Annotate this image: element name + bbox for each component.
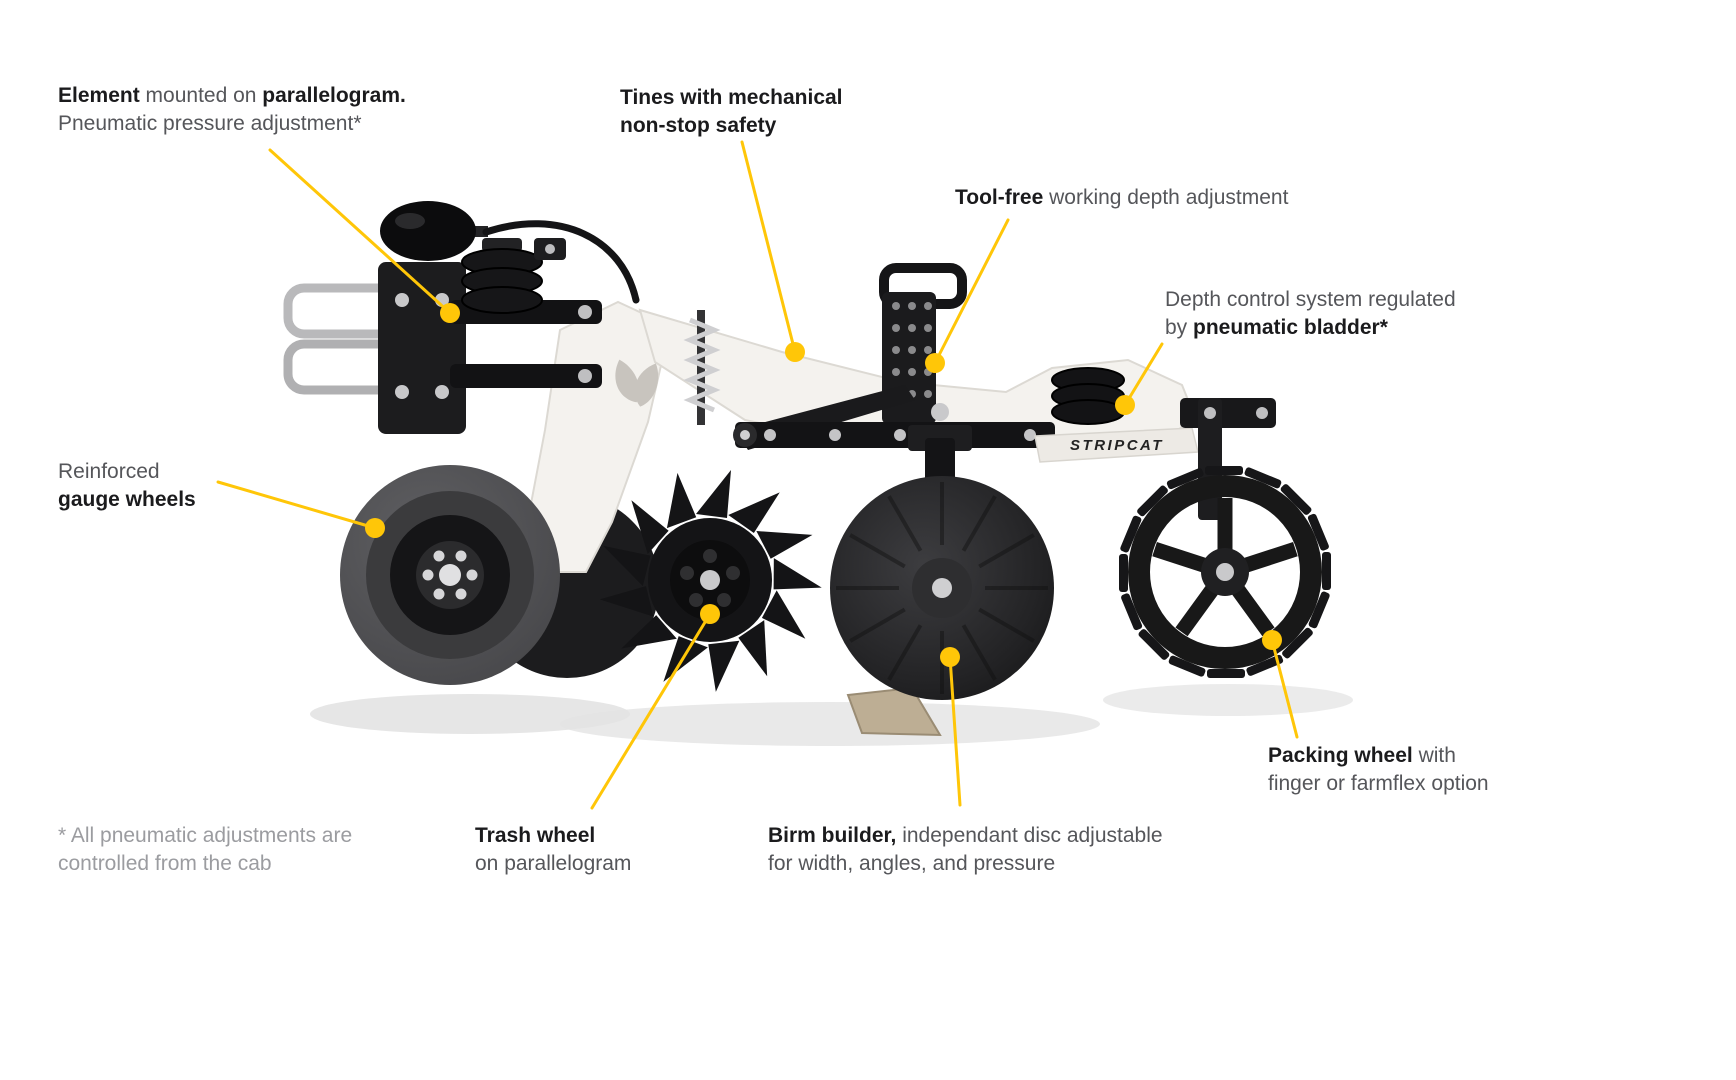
callout-trash-bold: Trash wheel [475, 824, 596, 847]
dot-gauge [365, 518, 385, 538]
dot-trash [700, 604, 720, 624]
callout-element-line2: Pneumatic pressure adjustment* [58, 112, 362, 135]
right-bellows [1051, 367, 1125, 425]
callout-packing-reg: with [1412, 744, 1456, 767]
callout-trash-line1: Trash wheel [475, 822, 631, 850]
callout-depth-reg: by [1165, 316, 1194, 339]
callout-toolfree-reg: working depth adjustment [1043, 186, 1289, 209]
callout-packing: Packing wheel with finger or farmflex op… [1268, 742, 1489, 798]
leader-line-packing [1270, 638, 1299, 739]
gauge-wheel [340, 465, 560, 685]
dot-element [440, 303, 460, 323]
dot-packing [1262, 630, 1282, 650]
callout-toolfree-bold: Tool-free [955, 186, 1044, 209]
callout-gauge-line1: Reinforced [58, 460, 160, 483]
callout-birm-bold: Birm builder, [768, 824, 897, 847]
callout-gauge-bold: gauge wheels [58, 488, 196, 511]
callout-element-reg1: mounted on [139, 84, 263, 107]
leader-lines [216, 140, 1299, 810]
callout-tines-line1: Tines with mechanical [620, 86, 843, 109]
leaf-logo [615, 359, 659, 407]
left-bellows [461, 238, 566, 314]
ground-shadow [310, 684, 1353, 746]
callout-toolfree-line1: Tool-free working depth adjustment [955, 184, 1288, 212]
callout-depth-line1: Depth control system regulated [1165, 288, 1456, 311]
footnote-line1: * All pneumatic adjustments are [58, 824, 353, 847]
leader-line-depth [1123, 342, 1164, 407]
pneumatic-bladder [380, 201, 488, 261]
birm-disc [830, 476, 1054, 700]
footnote-line2: controlled from the cab [58, 852, 272, 875]
callout-birm-line1: Birm builder, independant disc adjustabl… [768, 822, 1163, 850]
callout-packing-line2: finger or farmflex option [1268, 772, 1489, 795]
leader-line-toolfree [933, 218, 1010, 365]
leader-line-gauge [216, 480, 377, 530]
callout-element-bold2: parallelogram. [262, 84, 406, 107]
callout-birm-line2: for width, angles, and pressure [768, 852, 1056, 875]
callout-packing-bold: Packing wheel [1268, 744, 1413, 767]
leader-line-tines [740, 140, 797, 354]
callout-trash: Trash wheel on parallelogram [475, 822, 631, 878]
callout-tines-line2: non-stop safety [620, 114, 777, 137]
safety-spring [683, 310, 721, 425]
callout-element-line1: Element mounted on parallelogram. [58, 82, 406, 110]
chisel-point [846, 686, 942, 737]
leader-line-birm [948, 655, 962, 807]
trash-wheel [599, 470, 822, 692]
dot-birm [940, 647, 960, 667]
brand-text: STRIPCAT [1070, 437, 1164, 454]
dot-tines [785, 342, 805, 362]
packing-wheel [1119, 466, 1331, 678]
callout-gauge: Reinforced gauge wheels [58, 458, 196, 514]
callout-birm: Birm builder, independant disc adjustabl… [768, 822, 1163, 878]
callout-gauge-line2: gauge wheels [58, 486, 196, 514]
pneumatic-hose [482, 220, 640, 304]
callout-depth-line2: by pneumatic bladder* [1165, 314, 1456, 342]
dot-toolfree [925, 353, 945, 373]
callout-element: Element mounted on parallelogram. Pneuma… [58, 82, 406, 138]
callout-toolfree: Tool-free working depth adjustment [955, 184, 1288, 212]
callout-dots [365, 303, 1282, 667]
callout-tines: Tines with mechanical non-stop safety [620, 84, 843, 140]
leader-line-trash [590, 612, 712, 810]
callout-packing-line1: Packing wheel with [1268, 742, 1489, 770]
toolbar-linkage [733, 385, 1055, 450]
callout-birm-reg: independant disc adjustable [896, 824, 1163, 847]
callout-trash-line2: on parallelogram [475, 852, 632, 875]
footnote: * All pneumatic adjustments are controll… [58, 822, 352, 878]
callout-element-bold1: Element [58, 84, 140, 107]
callout-depth: Depth control system regulated by pneuma… [1165, 286, 1456, 342]
callout-depth-bold: pneumatic bladder* [1193, 316, 1388, 339]
dot-depth [1115, 395, 1135, 415]
leader-line-element [268, 148, 452, 315]
